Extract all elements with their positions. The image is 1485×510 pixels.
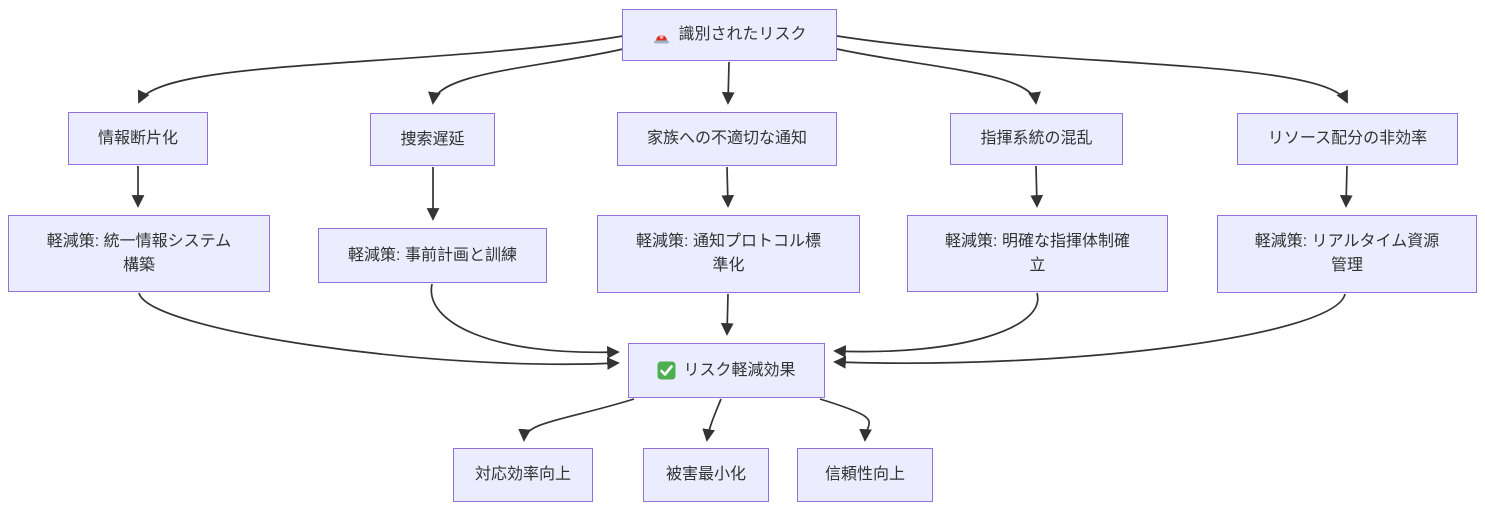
- node-label: 家族への不適切な通知: [646, 130, 807, 147]
- edge-effect-to-outcome-2: [702, 398, 722, 442]
- node-mitigation-advance-planning-training: 軽減策: 事前計画と訓練: [318, 228, 547, 283]
- node-label: 捜索遅延: [400, 130, 465, 148]
- node-risk-search-delay: 捜索遅延: [370, 113, 495, 166]
- node-label: リスク軽減効果: [683, 361, 796, 379]
- node-label: 指揮系統の混乱: [980, 130, 1093, 147]
- edge-risk-4-to-mitigation-4: [1030, 165, 1044, 208]
- edge-effect-to-outcome-3: [819, 398, 872, 442]
- node-label: 軽減策: リアルタイム資源 管理: [1254, 233, 1440, 274]
- node-risk-improper-family-notification: 家族への不適切な通知: [617, 112, 837, 166]
- node-label: 対応効率向上: [474, 466, 571, 483]
- node-label: 信頼性向上: [824, 466, 905, 483]
- node-risk-inefficient-resource-allocation: リソース配分の非効率: [1237, 113, 1458, 165]
- edge-mitigation-4-to-effect: [833, 292, 1039, 358]
- node-label: 軽減策: 事前計画と訓練: [348, 246, 517, 264]
- edge-mitigation-1-to-effect: [138, 292, 620, 370]
- edge-risk-5-to-mitigation-5: [1339, 165, 1353, 208]
- node-mitigation-realtime-resource-management: 軽減策: リアルタイム資源 管理: [1217, 215, 1477, 293]
- edge-root-to-risk-5: [836, 35, 1348, 104]
- node-mitigation-clear-command-structure: 軽減策: 明確な指揮体制確 立: [907, 215, 1168, 292]
- node-label: 情報断片化: [97, 129, 178, 147]
- node-mitigation-unified-info-system: 軽減策: 統一情報システム 構築: [8, 215, 270, 292]
- node-label: 軽減策: 通知プロトコル標 準化: [636, 233, 821, 274]
- edge-root-to-risk-1: [137, 35, 624, 104]
- node-label: 軽減策: 統一情報システム 構築: [46, 232, 232, 274]
- edge-effect-to-outcome-1: [518, 398, 635, 442]
- edge-mitigation-5-to-effect: [833, 293, 1346, 369]
- check-mark-icon: [657, 361, 676, 380]
- node-identified-risks: 識別されたリスク: [622, 9, 837, 61]
- node-label: 被害最小化: [665, 466, 746, 483]
- node-risk-info-fragmentation: 情報断片化: [68, 112, 208, 165]
- node-outcome-reliability-improvement: 信頼性向上: [797, 448, 933, 502]
- node-risk-mitigation-effect: リスク軽減効果: [628, 343, 825, 398]
- node-label: リソース配分の非効率: [1267, 130, 1428, 147]
- edge-mitigation-3-to-effect: [720, 293, 734, 336]
- edge-root-to-risk-2: [428, 48, 624, 105]
- rotating-light-icon: [652, 26, 671, 45]
- node-outcome-damage-minimization: 被害最小化: [643, 448, 769, 502]
- edge-root-to-risk-4: [836, 48, 1041, 105]
- edge-risk-3-to-mitigation-3: [721, 166, 735, 208]
- node-mitigation-notification-protocol-standardization: 軽減策: 通知プロトコル標 準化: [597, 215, 860, 293]
- node-risk-command-confusion: 指揮系統の混乱: [950, 113, 1123, 165]
- node-label: 軽減策: 明確な指揮体制確 立: [945, 232, 1130, 274]
- edge-root-to-risk-3: [721, 61, 735, 105]
- node-outcome-response-efficiency: 対応効率向上: [453, 448, 593, 502]
- node-label: 識別されたリスク: [678, 26, 807, 43]
- edge-mitigation-2-to-effect: [430, 283, 620, 359]
